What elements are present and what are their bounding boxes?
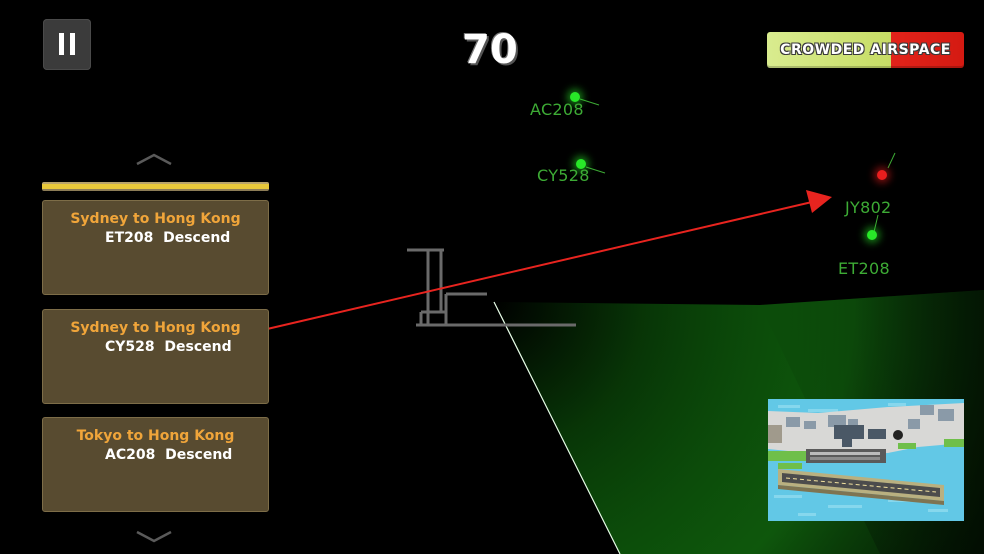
airport-minimap[interactable]	[768, 399, 964, 521]
flight-route: Sydney to Hong Kong	[70, 320, 241, 336]
aircraft-label-et208[interactable]: ET208	[838, 259, 890, 278]
flight-list-header-bar	[42, 182, 269, 191]
airspace-status-badge: CROWDED AIRSPACE	[767, 32, 964, 68]
flight-instruction: ET208 Descend	[105, 230, 231, 246]
flight-instruction: AC208 Descend	[105, 447, 233, 463]
radar-sweep-edge	[493, 301, 621, 554]
flight-card[interactable]: Sydney to Hong Kong ET208 Descend	[42, 200, 269, 295]
airport-runway-icon	[407, 248, 576, 327]
aircraft-label-ac208[interactable]: AC208	[530, 100, 584, 119]
flight-route: Sydney to Hong Kong	[70, 211, 241, 227]
aircraft-label-cy528[interactable]: CY528	[537, 166, 590, 185]
aircraft-label-jy802[interactable]: JY802	[845, 198, 892, 217]
aircraft-dot-cy528[interactable]	[576, 159, 586, 169]
aircraft-heading-lines	[579, 98, 896, 233]
chevron-up-icon[interactable]	[131, 150, 177, 170]
score-display: 70	[462, 27, 518, 73]
aircraft-dot-jy802[interactable]	[877, 170, 887, 180]
aircraft-dot-ac208[interactable]	[570, 92, 580, 102]
flight-card[interactable]: Tokyo to Hong Kong AC208 Descend	[42, 417, 269, 512]
airspace-status-text: CROWDED AIRSPACE	[780, 42, 951, 58]
flight-instruction: CY528 Descend	[105, 339, 232, 355]
aircraft-dot-et208[interactable]	[867, 230, 877, 240]
flight-route: Tokyo to Hong Kong	[76, 428, 235, 444]
airport-minimap-image	[768, 399, 964, 521]
pause-button[interactable]	[43, 19, 91, 70]
flight-card[interactable]: Sydney to Hong Kong CY528 Descend	[42, 309, 269, 404]
chevron-down-icon[interactable]	[131, 526, 177, 546]
